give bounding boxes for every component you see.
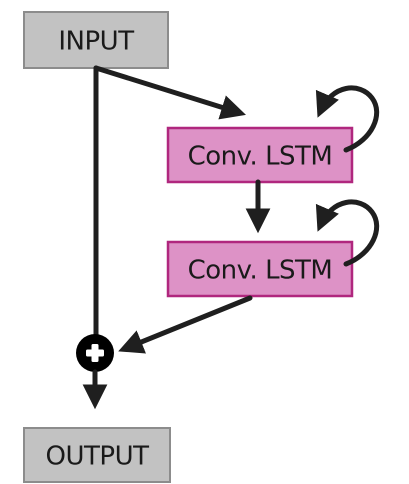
lstm2-node: Conv. LSTM [166,240,354,298]
input-node: INPUT [23,11,169,69]
lstm1-node: Conv. LSTM [166,126,354,184]
output-box [23,427,171,483]
lstm1-label: Conv. LSTM [188,142,333,172]
plus-icon [86,344,104,362]
input-to-lstm1-arrow [93,65,246,120]
lstm2-to-add-arrow [118,295,253,354]
add-node [76,334,114,372]
output-label: OUTPUT [46,442,150,472]
lstm1-box [166,126,354,184]
input-box [23,11,169,69]
lstm2-label: Conv. LSTM [188,256,333,286]
lstm2-box [166,240,354,298]
output-node: OUTPUT [23,427,171,483]
input-label: INPUT [58,27,134,57]
lstm2-recurrent-loop-arrow [315,199,380,267]
lstm1-recurrent-loop-arrow [315,85,380,153]
